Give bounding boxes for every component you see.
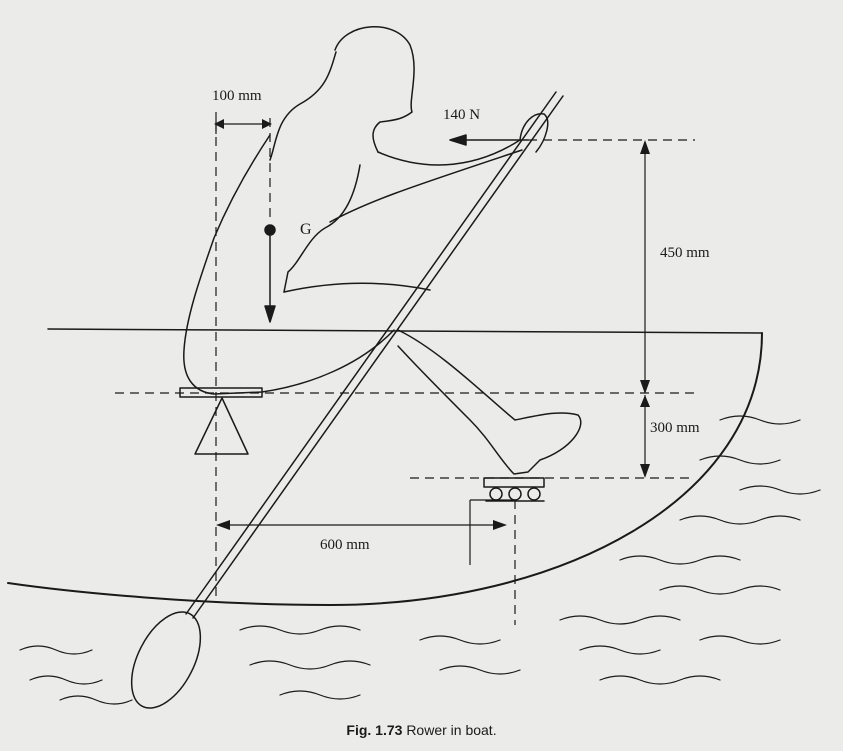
weight-arrowhead xyxy=(264,305,276,323)
label-100mm: 100 mm xyxy=(212,88,262,104)
foot-rest xyxy=(483,477,545,488)
rower-figure xyxy=(183,25,582,475)
oar xyxy=(130,91,564,709)
label-450mm: 450 mm xyxy=(660,245,710,261)
water-waves xyxy=(19,415,821,705)
label-g: G xyxy=(300,221,312,238)
roller xyxy=(508,487,522,501)
roller xyxy=(527,487,541,501)
seat-support xyxy=(194,397,249,455)
figure-caption: Fig. 1.73 Rower in boat. xyxy=(0,722,843,738)
gunwale-line xyxy=(47,328,763,334)
g-point xyxy=(264,224,276,236)
force-arrowhead xyxy=(449,134,467,146)
caption-number: Fig. 1.73 xyxy=(346,722,403,738)
boat-hull xyxy=(7,332,763,606)
label-600mm: 600 mm xyxy=(320,537,370,553)
roller xyxy=(489,487,503,501)
label-140n: 140 N xyxy=(443,107,481,123)
caption-text: Rower in boat. xyxy=(406,722,497,738)
label-300mm: 300 mm xyxy=(650,420,700,436)
